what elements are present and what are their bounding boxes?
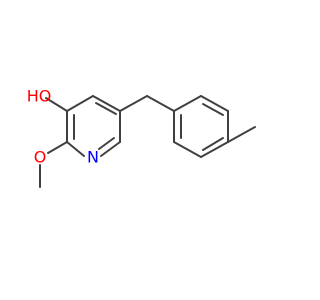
bond-ch2-ar (146, 95, 175, 112)
bond-c5-ch2 (119, 95, 148, 112)
bond-ar-2-3 (200, 95, 229, 112)
bond-ar-4-5 (200, 141, 229, 158)
bond-n-c2 (66, 141, 85, 157)
bond-ar-ch3 (227, 126, 256, 143)
bond-ar-2-3-inner (202, 103, 224, 116)
label-layer: HO O N (27, 87, 99, 167)
hydroxyl-label: HO (27, 87, 52, 106)
bond-c4-c5-inner (95, 102, 117, 115)
bond-o-c3 (45, 97, 68, 112)
bond-c6-n-inner (98, 137, 115, 150)
structure-drawing: HO O N (27, 87, 256, 188)
bond-ar-1-2 (173, 95, 202, 112)
methoxy-oxygen-label: O (34, 148, 47, 167)
bond-c2-o2 (47, 141, 68, 154)
bond-c3-c4 (66, 95, 94, 112)
bond-layer (39, 95, 256, 188)
bond-c6-n (100, 141, 121, 157)
bond-ar-4-5-inner (202, 137, 224, 151)
molecule-canvas: HO O N (26, 86, 256, 188)
bond-ar-5-6 (173, 141, 202, 158)
pyridine-nitrogen-label: N (87, 148, 99, 167)
bond-c4-c5 (92, 95, 121, 112)
